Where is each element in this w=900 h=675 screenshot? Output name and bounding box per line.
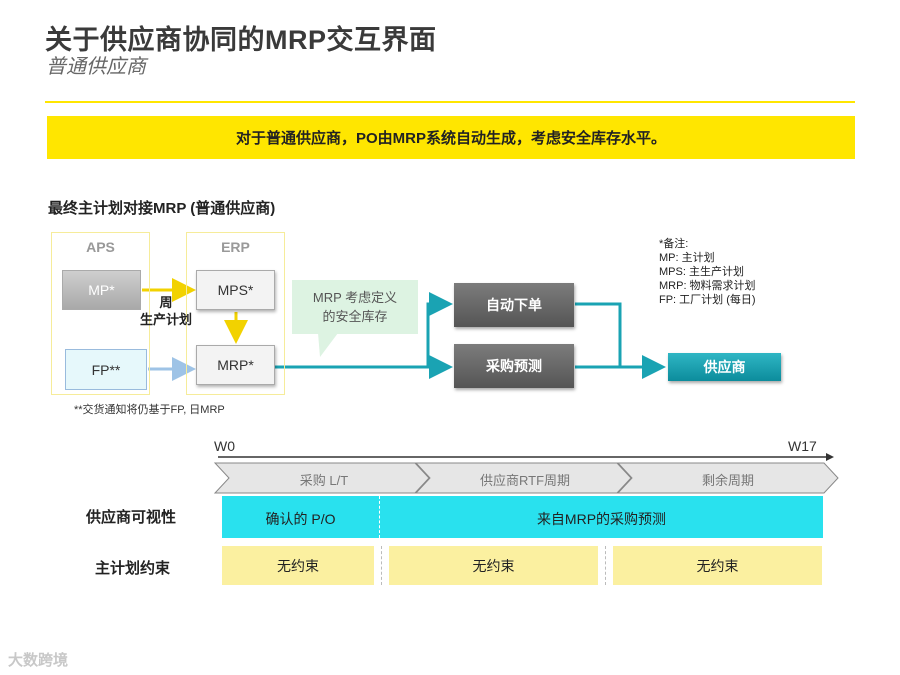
constraint-segment-2: 无约束 [389,546,598,585]
fp-footnote: **交货通知将仍基于FP, 日MRP [74,404,225,416]
auto-order-to-supplier-line [575,302,622,367]
erp-frame: ERP [186,232,285,395]
timeline-start-label: W0 [214,438,235,454]
mps-box: MPS* [196,270,275,310]
timeline-end-label: W17 [788,438,817,454]
confirmed-po-segment: 确认的 P/O [265,511,336,527]
callout-tail [318,333,338,357]
aps-frame: APS [51,232,150,395]
erp-label: ERP [221,239,250,255]
note-header: *备注: [659,238,689,250]
split-to-auto-order-arrow [426,292,453,367]
weekly-plan-line2: 生产计划 [139,312,192,327]
constraint-divider-2 [605,546,606,585]
fp-box: FP** [65,349,147,390]
weekly-plan-line1: 周 [159,295,173,310]
phase-chevron-3 [616,462,839,494]
diagram-title: 最终主计划对接MRP (普通供应商) [48,200,276,217]
page-title: 关于供应商协同的MRP交互界面 [45,25,437,55]
weekly-plan-label: 周 生产计划 [126,294,206,328]
phase-chevron-1 [213,462,430,494]
constraint-divider-1 [381,546,382,585]
auto-order-box: 自动下单 [454,283,574,327]
constraint-segment-3: 无约束 [613,546,822,585]
phase-label-1: 采购 L/T [299,473,349,488]
visibility-divider [379,496,380,538]
row-label-visibility: 供应商可视性 [86,509,177,526]
page-subtitle: 普通供应商 [46,56,146,78]
title-divider [45,101,855,103]
phase-chevron-2 [414,462,632,494]
mrp-box: MRP* [196,345,275,385]
supplier-box: 供应商 [668,353,781,381]
watermark: 大数跨境 [8,652,69,669]
callout-line1: MRP 考虑定义 [312,290,398,305]
note-fp: FP: 工厂计划 (每日) [659,294,756,306]
note-mrp: MRP: 物料需求计划 [659,280,756,292]
note-mps: MPS: 主生产计划 [659,266,744,278]
summary-banner: 对于普通供应商，PO由MRP系统自动生成，考虑安全库存水平。 [47,116,855,159]
mrp-forecast-segment: 来自MRP的采购预测 [536,511,667,527]
safety-stock-callout: MRP 考虑定义 的安全库存 [292,280,418,334]
constraint-segment-1: 无约束 [222,546,374,585]
phase-label-3: 剩余周期 [701,473,754,488]
row-label-constraint: 主计划约束 [95,560,171,577]
timeline-axis-arrowhead [826,453,834,461]
phase-label-2: 供应商RTF周期 [479,473,571,488]
mp-box: MP* [62,270,141,310]
legend-notes: *备注: MP: 主计划 MPS: 主生产计划 MRP: 物料需求计划 FP: … [659,237,756,307]
aps-label: APS [86,239,115,255]
callout-line2: 的安全库存 [322,309,388,324]
note-mp: MP: 主计划 [659,252,715,264]
visibility-bar [222,496,823,538]
purchase-forecast-box: 采购预测 [454,344,574,388]
